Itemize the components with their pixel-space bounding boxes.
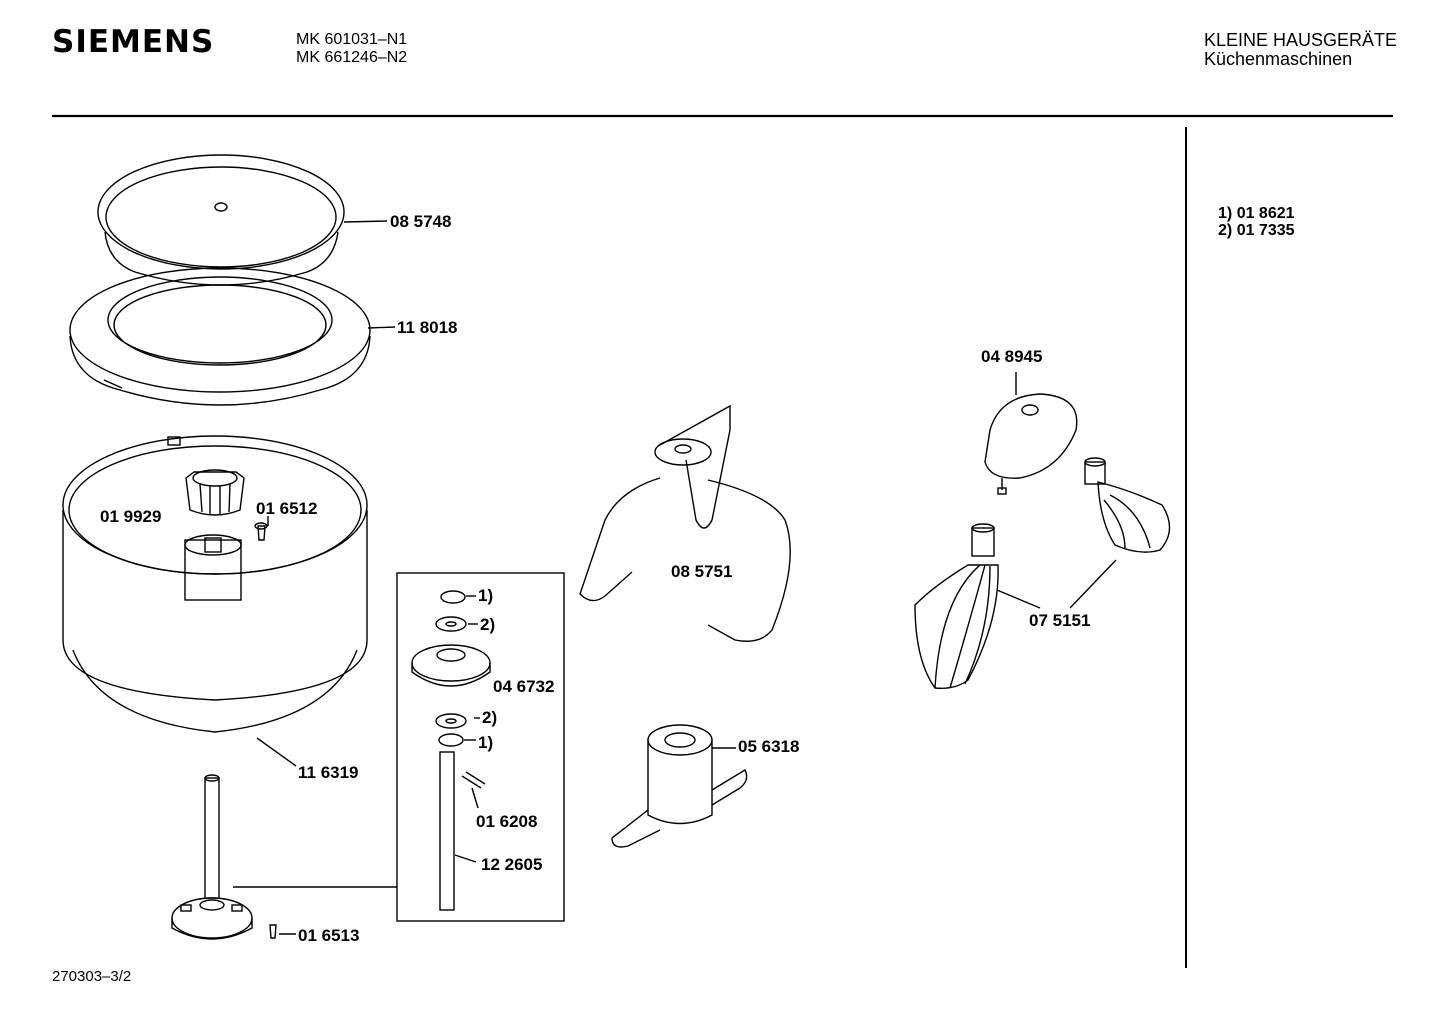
label-washer-2a: 2) [480, 615, 495, 634]
label-blade: 05 6318 [738, 737, 799, 756]
bowl-drawing [62, 435, 368, 733]
category-block: KLEINE HAUSGERÄTE Küchenmaschinen [1204, 31, 1397, 69]
label-washer-2b: 2) [482, 708, 497, 727]
label-shaft: 12 2605 [481, 855, 542, 874]
label-ring: 11 8018 [397, 318, 458, 337]
category-subtitle: Küchenmaschinen [1204, 49, 1353, 69]
footnote-list: 1) 01 8621 2) 01 7335 [1218, 205, 1295, 239]
footnote-item: 2) 01 7335 [1218, 222, 1295, 239]
brand-logo: SIEMENS [52, 24, 215, 60]
model-number-2: MK 661246–N2 [296, 49, 408, 66]
label-whisks: 07 5151 [1029, 611, 1090, 630]
hub-assembly-drawing [411, 590, 491, 911]
footnote-item: 1) 01 8621 [1218, 205, 1295, 222]
label-clip-1a: 1) [478, 586, 493, 605]
kneading-hook-drawing [579, 404, 791, 642]
label-bowl: 11 6319 [298, 763, 359, 782]
category-title: KLEINE HAUSGERÄTE [1204, 30, 1398, 50]
label-pin: 01 6208 [476, 812, 537, 831]
model-numbers: MK 601031–N1 MK 661246–N2 [296, 31, 407, 67]
cap-drawing [984, 393, 1078, 495]
whisks-drawing [914, 457, 1171, 690]
detail-box [396, 572, 565, 922]
model-number-1: MK 601031–N1 [296, 31, 408, 48]
label-cap: 04 8945 [981, 347, 1042, 366]
lid-drawing [97, 154, 345, 286]
label-hub: 04 6732 [493, 677, 554, 696]
label-clip-1b: 1) [478, 733, 493, 752]
leader-lines [256, 220, 1117, 935]
label-lid: 08 5748 [390, 212, 451, 231]
label-screw-bottom: 01 6513 [298, 926, 359, 945]
drive-spindle-drawing [171, 774, 397, 940]
label-screw-top: 01 6512 [256, 499, 317, 518]
blade-drawing [611, 724, 748, 848]
ring-drawing [69, 267, 371, 406]
label-gear: 01 9929 [100, 507, 161, 526]
label-kneading-hook: 08 5751 [671, 562, 732, 581]
drawing-number: 270303–3/2 [52, 968, 132, 985]
